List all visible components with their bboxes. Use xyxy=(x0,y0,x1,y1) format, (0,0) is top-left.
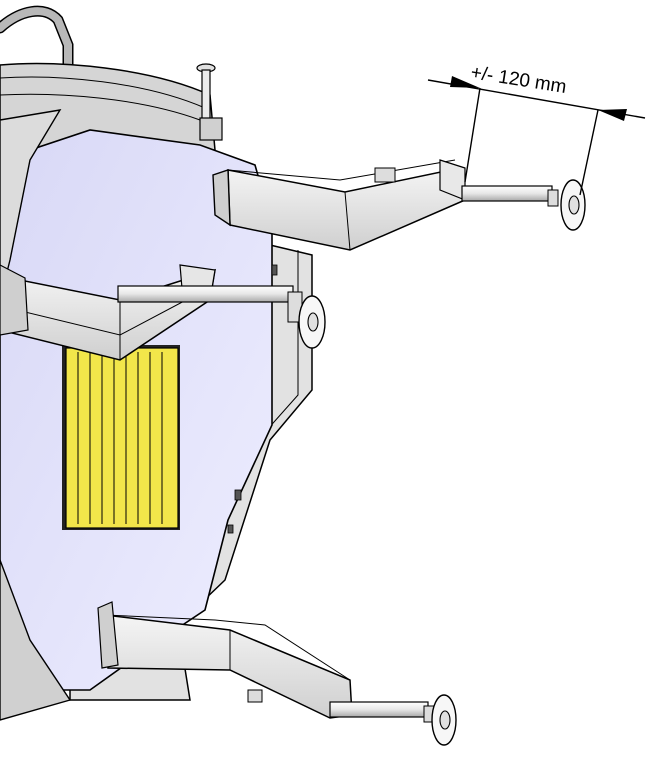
pin-bottom xyxy=(329,694,457,746)
pin-upper-right xyxy=(461,179,586,231)
rim-hardware xyxy=(227,264,278,534)
dimension-label: +/- 120 mm xyxy=(469,62,568,98)
filter-panel xyxy=(62,345,180,530)
top-bolt xyxy=(196,63,223,141)
left-rim xyxy=(0,109,72,721)
top-handle xyxy=(0,5,74,76)
pin-middle xyxy=(117,285,326,349)
